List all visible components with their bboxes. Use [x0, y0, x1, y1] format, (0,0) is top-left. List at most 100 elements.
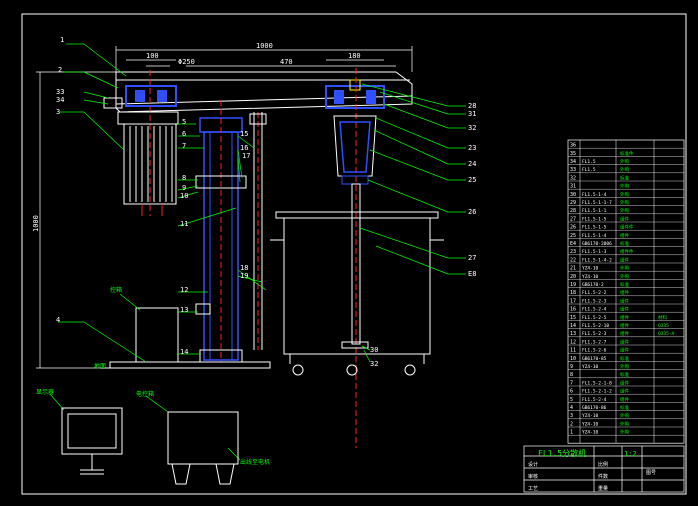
callout-e8: E8 [468, 270, 476, 278]
part-number: 30 [570, 192, 576, 198]
part-code: GB6170-2006 [582, 241, 612, 247]
title-weight: 重量 [598, 485, 608, 492]
callout-7: 7 [182, 142, 186, 150]
part-code: FL1.5-2-1-8 [582, 380, 612, 386]
callout-8: 8 [182, 174, 186, 182]
part-name: 标准 [620, 174, 629, 181]
part-name: 组件 [620, 388, 629, 395]
label-monitor: 显示器 [36, 389, 54, 396]
part-code: FL1.5-2-4 [582, 307, 607, 313]
part-name: 外购 [620, 429, 629, 436]
drawing-frame [21, 13, 687, 495]
disperser-shaft [333, 115, 377, 349]
dim-height-1000: 1000 [32, 215, 40, 232]
parts-table-row: 30 FL1.5-1-4 外购 [570, 191, 629, 198]
label-control-box: 电控箱 [136, 390, 154, 398]
part-name: 外购 [620, 207, 629, 214]
part-number: 8 [570, 372, 573, 378]
label-floor: 地面 [94, 362, 106, 370]
part-number: 27 [570, 216, 576, 222]
title-ratio: 比例 [598, 461, 608, 468]
part-code: FL1.5-1-5 [582, 216, 607, 222]
part-code: FL1.5-1-4 [582, 192, 607, 198]
title-process: 工艺 [528, 486, 538, 492]
callout-18: 18 [240, 264, 248, 272]
part-name: 组件 [620, 306, 629, 313]
part-number: 25 [570, 233, 576, 239]
part-name: 标准 [620, 355, 629, 362]
part-name: 标准 [620, 240, 629, 247]
part-code: FL1.5-2-6 [582, 348, 607, 354]
part-number: 20 [570, 274, 576, 280]
callout-34: 34 [56, 96, 64, 104]
leader-lines [49, 43, 466, 461]
part-number: 18 [570, 290, 576, 296]
part-code: FL1.5-1-1-7 [582, 200, 612, 206]
part-name: 组件 [620, 379, 629, 386]
part-number: 3 [570, 413, 573, 419]
part-name: 标准 [620, 281, 629, 288]
part-number: 35 [570, 151, 576, 157]
part-code: YZ4-10 [582, 266, 599, 272]
control-box [167, 411, 239, 485]
part-number: 9 [570, 364, 573, 370]
part-name: 组件 [620, 297, 629, 304]
part-code: FL1.5-2-4 [582, 397, 607, 403]
part-name: 组件 [620, 338, 629, 345]
callout-13: 13 [180, 306, 188, 314]
part-code: FL1.5-2-3 [582, 298, 607, 304]
part-number: 13 [570, 331, 576, 337]
part-code: FL1.5-2-3 [582, 331, 607, 337]
monitor-icon [61, 407, 123, 475]
callout-15: 15 [240, 130, 248, 138]
part-name: 外购 [620, 273, 629, 280]
callout-5: 5 [182, 118, 186, 126]
part-name: 组件件 [620, 248, 634, 255]
part-name: 组件 [620, 314, 629, 321]
part-number: 2 [570, 421, 573, 427]
part-name: 外购 [620, 191, 629, 198]
callout-2: 2 [58, 66, 62, 74]
dim-180: 180 [348, 52, 361, 60]
part-number: 14 [570, 323, 576, 329]
shaft-pulley [325, 68, 385, 448]
part-number: 21 [570, 266, 576, 272]
callout-33: 33 [56, 88, 64, 96]
callout-32b: 32 [370, 360, 378, 368]
parts-table-row: 3 YZ4-10 外购 [570, 412, 629, 419]
part-code: YZ4-10 [582, 413, 599, 419]
part-number: 15 [570, 315, 576, 321]
callout-32: 32 [468, 124, 476, 132]
part-number: 33 [570, 167, 576, 173]
part-name: 组件 [620, 322, 629, 329]
title-review: 审核 [528, 473, 538, 480]
drawing-name: FL1.5分散机 [538, 448, 586, 458]
callout-12: 12 [180, 286, 188, 294]
part-name: 标准 [620, 404, 629, 411]
part-name: 外购 [620, 412, 629, 419]
callout-6: 6 [182, 130, 186, 138]
part-number: 19 [570, 282, 576, 288]
motor [103, 97, 179, 216]
part-number: 17 [570, 298, 576, 304]
